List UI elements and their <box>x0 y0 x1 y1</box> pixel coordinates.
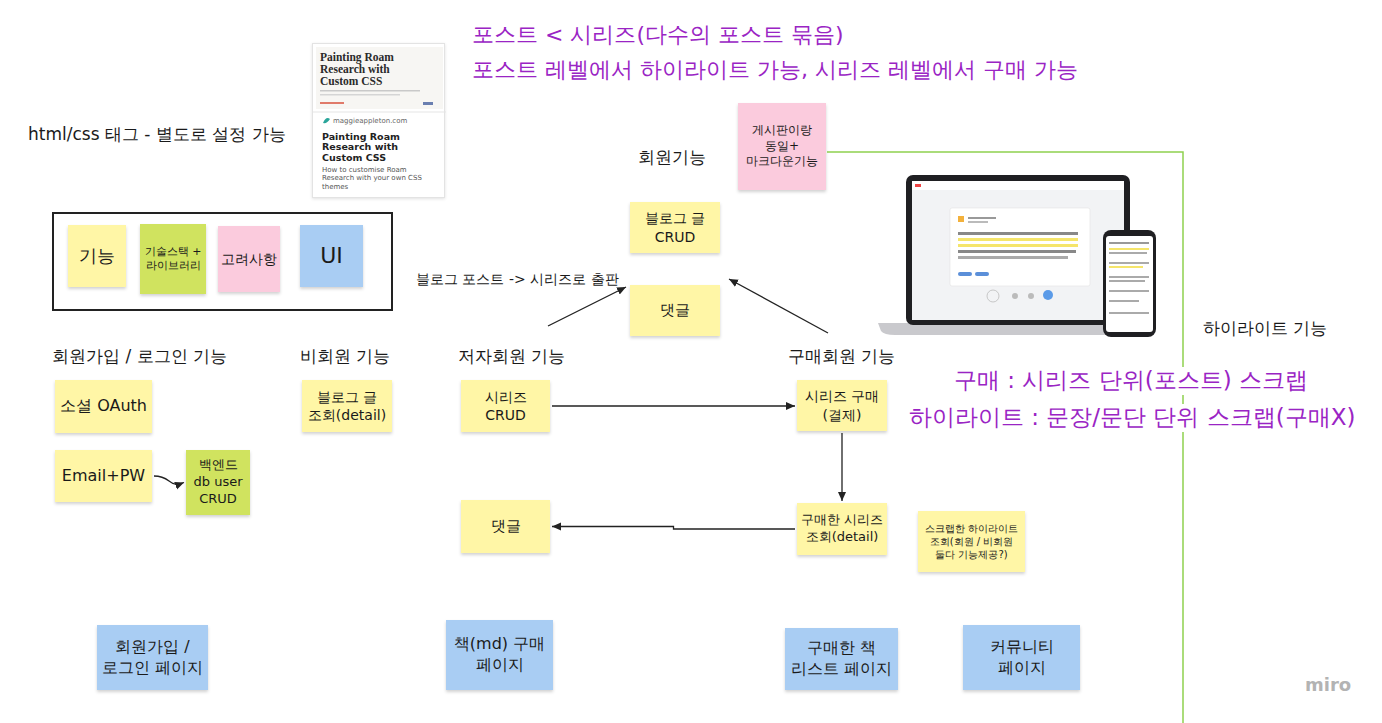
leader-arrow <box>548 287 626 326</box>
sticky-note: 블로그 글 CRUD <box>630 202 720 253</box>
link-preview-card: Painting Roam Research with Custom CSS ma… <box>312 43 445 198</box>
heading-label: 포스트 < 시리즈(다수의 포스트 묶음) <box>472 22 844 48</box>
sticky-text: 시리즈 CRUD <box>465 388 546 424</box>
sticky-text: 블로그 글 CRUD <box>634 209 716 245</box>
sticky-text: 커뮤니티 페이지 <box>967 637 1076 679</box>
flow-arrow <box>552 527 795 530</box>
card-description: How to customise Roam Research with your… <box>322 166 440 191</box>
sticky-note: 댓글 <box>461 500 550 553</box>
ui-sticky-note: 커뮤니티 페이지 <box>963 625 1080 690</box>
legend-text: UI <box>320 242 343 271</box>
preview-title: Painting Roam Research with Custom CSS <box>320 51 430 87</box>
heading-label: html/css 태그 - 별도로 설정 가능 <box>28 124 286 144</box>
card-title: Painting Roam Research with Custom CSS <box>322 132 437 163</box>
legend-frame <box>53 213 392 310</box>
sticky-text: 블로그 글 조회(detail) <box>306 388 388 424</box>
sticky-text: 책(md) 구매 페이지 <box>450 634 549 676</box>
heading-label: 하이라이트 기능 <box>1203 318 1327 338</box>
sticky-note: 소셜 OAuth <box>55 380 152 433</box>
sticky-note: 백엔드 db user CRUD <box>186 450 250 515</box>
heading-label: 비회원 기능 <box>300 346 390 366</box>
watermark: miro <box>1305 674 1351 696</box>
note-text: 하이라이트 : 문장/문단 단위 스크랩(구매X) <box>907 404 1357 432</box>
sticky-text: 시리즈 구매 (결제) <box>801 387 883 423</box>
legend-swatch: 고려사항 <box>218 226 280 292</box>
legend-swatch: 기술스택 + 라이브러리 <box>140 224 206 294</box>
sticky-text: 댓글 <box>491 517 521 537</box>
sticky-note: 시리즈 구매 (결제) <box>797 380 887 431</box>
sticky-text: 구매한 책 리스트 페이지 <box>789 638 894 680</box>
sticky-note: Email+PW <box>55 450 152 502</box>
sticky-note: 시리즈 CRUD <box>461 380 550 432</box>
sticky-text: Email+PW <box>62 466 145 487</box>
heading-label: 블로그 포스트 -> 시리즈로 출판 <box>416 271 619 288</box>
ui-sticky-note: 회원가입 / 로그인 페이지 <box>97 625 208 690</box>
leader-arrow <box>729 279 828 333</box>
heading-label: 포스트 레벨에서 하이라이트 가능, 시리즈 레벨에서 구매 가능 <box>472 57 1078 83</box>
heading-label: 구매회원 기능 <box>788 346 895 366</box>
legend-text: 기능 <box>79 244 115 267</box>
sticky-text: 소셜 OAuth <box>60 396 147 417</box>
heading-label: 회원가입 / 로그인 기능 <box>52 346 227 366</box>
note-text: 구매 : 시리즈 단위(포스트) 스크랩 <box>952 367 1310 395</box>
ui-sticky-note: 책(md) 구매 페이지 <box>446 620 553 690</box>
flow-arrow <box>552 405 795 406</box>
sticky-text: 백엔드 db user CRUD <box>190 457 246 508</box>
sticky-text: 회원가입 / 로그인 페이지 <box>101 637 204 679</box>
sticky-note: 댓글 <box>630 285 720 336</box>
sticky-note: 구매한 시리즈 조회(detail) <box>797 503 887 555</box>
flow-arrow <box>841 433 842 501</box>
legend-text: 고려사항 <box>221 250 277 268</box>
site-name: maggieappleton.com <box>333 117 433 125</box>
legend-swatch: UI <box>300 225 363 287</box>
sticky-note: 블로그 글 조회(detail) <box>302 380 392 432</box>
sticky-note: 게시판이랑 동일+ 마크다운기능 <box>738 103 826 190</box>
legend-text: 기술스택 + 라이브러리 <box>143 245 203 274</box>
device-illustration <box>878 175 1156 337</box>
flow-arrow <box>154 476 184 484</box>
sticky-text: 구매한 시리즈 조회(detail) <box>800 512 884 546</box>
sticky-text: 댓글 <box>660 301 690 321</box>
sticky-text: 스크랩한 하이라이트 조회(회원 / 비회원 둘다 기능제공?) <box>922 522 1021 561</box>
sticky-note: 스크랩한 하이라이트 조회(회원 / 비회원 둘다 기능제공?) <box>918 511 1025 572</box>
heading-label: 회원기능 <box>638 147 706 167</box>
legend-swatch: 기능 <box>68 225 126 287</box>
ui-sticky-note: 구매한 책 리스트 페이지 <box>785 628 898 690</box>
sticky-text: 게시판이랑 동일+ 마크다운기능 <box>742 123 822 170</box>
heading-label: 저자회원 기능 <box>458 346 565 366</box>
